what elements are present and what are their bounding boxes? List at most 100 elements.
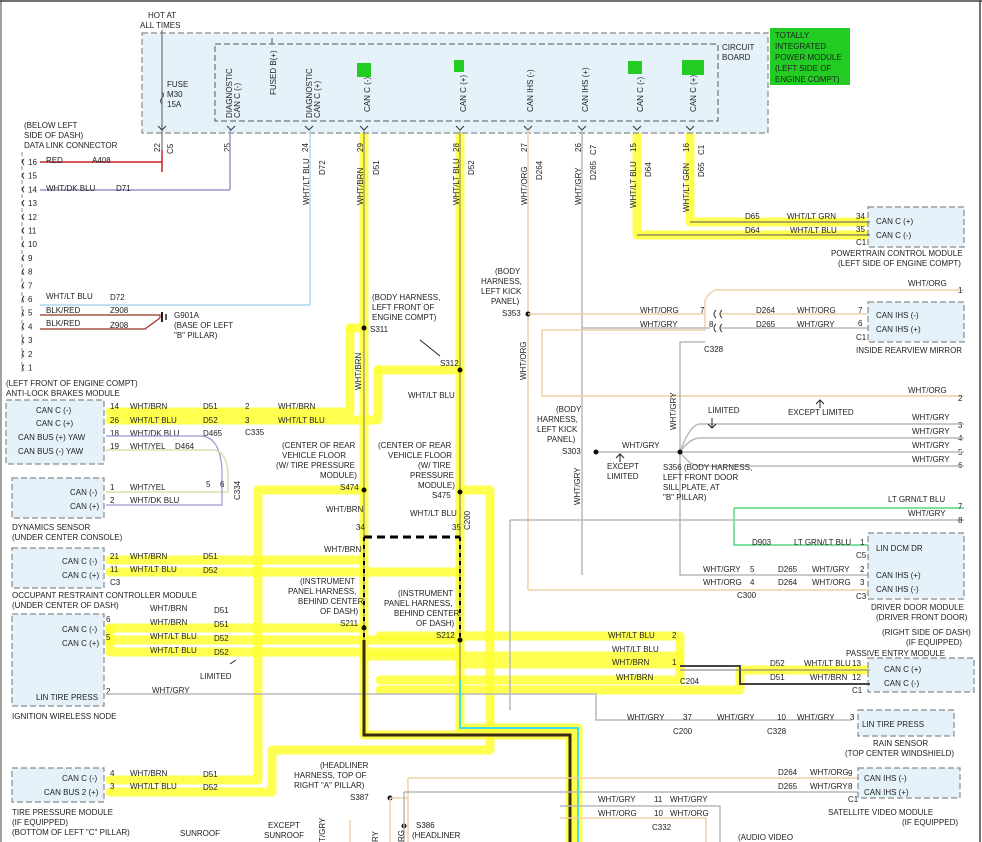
svg-text:WHT/LT BLU: WHT/LT BLU (629, 161, 638, 208)
svg-text:C200: C200 (463, 510, 472, 530)
svg-text:3: 3 (245, 416, 250, 425)
svg-text:WHT/LT BLU: WHT/LT BLU (608, 631, 655, 640)
svg-text:(W/ TIRE: (W/ TIRE (418, 461, 451, 470)
svg-text:24: 24 (301, 143, 310, 152)
svg-text:EXCEPT: EXCEPT (607, 462, 639, 471)
dlc-w16: RED (46, 156, 63, 165)
tire-pressure-module: CAN C (-) CAN BUS 2 (+) 4 3 WHT/BRN WHT/… (12, 769, 218, 837)
svg-text:CAN C (+): CAN C (+) (689, 75, 698, 112)
svg-text:D52: D52 (214, 634, 229, 643)
dlc-pin-number: 9 (28, 254, 33, 263)
svg-text:RY: RY (371, 830, 380, 842)
svg-text:D51: D51 (203, 552, 218, 561)
svg-text:CAN IHS (+): CAN IHS (+) (581, 67, 590, 112)
svg-text:26: 26 (110, 416, 119, 425)
svg-text:FUSED B(+): FUSED B(+) (269, 50, 278, 95)
svg-text:POWERTRAIN CONTROL MODULE: POWERTRAIN CONTROL MODULE (831, 249, 963, 258)
svg-text:WHT/ORG: WHT/ORG (812, 578, 851, 587)
svg-text:LT GRN/LT BLU: LT GRN/LT BLU (888, 495, 945, 504)
svg-text:SATELLITE VIDEO MODULE: SATELLITE VIDEO MODULE (828, 808, 933, 817)
svg-text:WHT/LT BLU: WHT/LT BLU (302, 158, 311, 205)
splice-s311: (BODY HARNESS, LEFT FRONT OF ENGINE COMP… (361, 293, 440, 334)
svg-text:CAN C (+): CAN C (+) (459, 75, 468, 112)
svg-text:11: 11 (654, 795, 663, 804)
svg-text:S386: S386 (416, 821, 435, 830)
svg-text:BEHIND CENTER: BEHIND CENTER (394, 609, 460, 618)
dlc-w6: WHT/LT BLU (46, 292, 93, 301)
svg-text:2: 2 (245, 402, 250, 411)
svg-text:CAN IHS (-): CAN IHS (-) (876, 585, 919, 594)
svg-text:PANEL HARNESS,: PANEL HARNESS, (384, 599, 452, 608)
svg-text:(HEADLINER: (HEADLINER (320, 761, 369, 770)
svg-text:WHT/LT BLU: WHT/LT BLU (150, 646, 197, 655)
svg-text:LIMITED: LIMITED (708, 406, 740, 415)
svg-text:PANEL HARNESS,: PANEL HARNESS, (288, 587, 356, 596)
limited-labels: LIMITED EXCEPT LIMITED EXCEPT LIMITED (607, 399, 854, 481)
all-times-label: ALL TIMES (140, 21, 180, 30)
svg-text:WHT/GRY: WHT/GRY (703, 565, 741, 574)
svg-text:CAN C (-): CAN C (-) (62, 774, 97, 783)
data-link-connector: (BELOW LEFT SIDE OF DASH) DATA LINK CONN… (21, 121, 118, 373)
svg-text:(DRIVER FRONT DOOR): (DRIVER FRONT DOOR) (876, 613, 968, 622)
svg-text:D903: D903 (752, 538, 772, 547)
svg-text:C1: C1 (852, 686, 863, 695)
hot-label: HOT AT (148, 11, 176, 20)
ignition-wireless-node: CAN C (-) CAN C (+) LIN TIRE PRESS 6 5 2… (12, 604, 232, 721)
svg-text:8: 8 (848, 782, 853, 791)
svg-text:S212: S212 (436, 631, 455, 640)
svg-text:LIN TIRE PRESS: LIN TIRE PRESS (862, 720, 924, 729)
svg-text:WHT/BRN: WHT/BRN (278, 402, 316, 411)
svg-text:(RIGHT SIDE OF DASH): (RIGHT SIDE OF DASH) (882, 628, 971, 637)
svg-text:WHT/GRY: WHT/GRY (573, 467, 582, 505)
svg-text:WHT/GRY: WHT/GRY (912, 441, 950, 450)
dlc-c4: Z908 (110, 321, 129, 330)
svg-text:(IF EQUIPPED): (IF EQUIPPED) (906, 638, 962, 647)
svg-text:WHT/ORG: WHT/ORG (520, 166, 529, 205)
svg-text:D265: D265 (778, 565, 798, 574)
svg-text:D65: D65 (697, 162, 706, 177)
svg-text:CAN C (-): CAN C (-) (62, 557, 97, 566)
svg-text:(TOP CENTER WINDSHIELD): (TOP CENTER WINDSHIELD) (845, 749, 954, 758)
svg-text:(HEADLINER: (HEADLINER (412, 831, 461, 840)
inside-rearview-mirror: CAN IHS (-) CAN IHS (+) 7 6 C1 D264 WHT/… (640, 279, 963, 355)
svg-text:CAN C (-): CAN C (-) (636, 77, 645, 112)
svg-text:6: 6 (220, 480, 225, 489)
ltgrn-wires: LT GRN/LT BLU 7 WHT/GRY 8 (888, 495, 963, 525)
tpm-box (11, 767, 105, 803)
svg-text:LIN DCM DR: LIN DCM DR (876, 544, 923, 553)
svg-text:D52: D52 (467, 160, 476, 175)
svg-text:WHT/BRN: WHT/BRN (356, 167, 365, 205)
svg-text:CAN BUS (-) YAW: CAN BUS (-) YAW (18, 447, 84, 456)
dlc-c5: Z908 (110, 306, 129, 315)
svg-text:WHT/GRY: WHT/GRY (797, 713, 835, 722)
svg-text:D52: D52 (203, 566, 218, 575)
dlc-w5: BLK/RED (46, 306, 80, 315)
svg-text:HARNESS,: HARNESS, (481, 277, 522, 286)
svg-text:WHT/DK BLU: WHT/DK BLU (130, 496, 180, 505)
svg-text:WHT/BRN: WHT/BRN (130, 552, 168, 561)
svg-text:13: 13 (852, 659, 861, 668)
svg-text:11: 11 (110, 565, 119, 574)
svg-text:(INSTRUMENT: (INSTRUMENT (398, 589, 453, 598)
svg-text:WHT/GRY: WHT/GRY (810, 782, 848, 791)
svg-text:TIRE PRESSURE MODULE: TIRE PRESSURE MODULE (12, 808, 113, 817)
svg-text:TOTALLY: TOTALLY (775, 31, 810, 40)
svg-text:18: 18 (110, 429, 119, 438)
svg-text:S356 (BODY HARNESS,: S356 (BODY HARNESS, (663, 463, 752, 472)
bottom-labels: SUNROOF EXCEPT SUNROOF (AUDIO VIDEO T/GR… (180, 817, 793, 842)
svg-text:C5: C5 (166, 143, 175, 154)
svg-text:RIGHT "A" PILLAR): RIGHT "A" PILLAR) (294, 781, 365, 790)
svg-text:IGNITION WIRELESS NODE: IGNITION WIRELESS NODE (12, 712, 116, 721)
svg-text:CAN C (+): CAN C (+) (62, 639, 99, 648)
svg-text:3: 3 (110, 782, 115, 791)
ign-box (11, 613, 105, 707)
dlc-w4: BLK/RED (46, 319, 80, 328)
svg-text:WHT/ORG: WHT/ORG (908, 386, 947, 395)
svg-text:S312: S312 (440, 359, 459, 368)
dlc-c16: A408 (92, 156, 111, 165)
svg-text:WHT/LT GRN: WHT/LT GRN (787, 212, 836, 221)
pem-box (867, 657, 975, 693)
svg-text:DATA LINK CONNECTOR: DATA LINK CONNECTOR (24, 141, 118, 150)
svg-text:HARNESS, TOP OF: HARNESS, TOP OF (294, 771, 367, 780)
svg-text:LIMITED: LIMITED (607, 472, 639, 481)
